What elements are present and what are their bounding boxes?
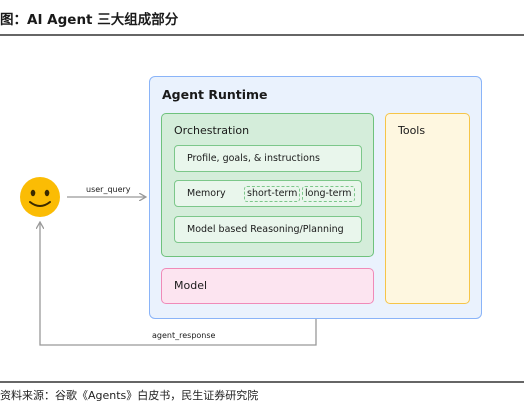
- smiley-face-icon: [20, 177, 60, 217]
- long-term-memory-tag: long-term: [302, 186, 355, 202]
- model-box: [161, 268, 374, 304]
- reasoning-label: Model based Reasoning/Planning: [187, 224, 344, 235]
- tools-box: [385, 113, 470, 304]
- figure-title: 图：AI Agent 三大组成部分: [0, 12, 179, 28]
- short-term-memory-tag: short-term: [244, 186, 301, 202]
- tools-label: Tools: [398, 124, 426, 137]
- user-query-label: user_query: [86, 185, 131, 194]
- memory-box: Memory short-term long-term: [174, 180, 362, 207]
- model-label: Model: [174, 279, 208, 292]
- orchestration-label: Orchestration: [174, 124, 250, 137]
- profile-label: Profile, goals, & instructions: [187, 153, 320, 164]
- agent-runtime-label: Agent Runtime: [162, 87, 268, 102]
- memory-label: Memory: [187, 188, 226, 199]
- top-divider: [0, 34, 524, 36]
- bottom-divider: [0, 381, 524, 383]
- agent-response-arrow: [40, 223, 317, 346]
- reasoning-planning-box: Model based Reasoning/Planning: [174, 216, 362, 243]
- agent-response-label: agent_response: [152, 331, 216, 340]
- profile-goals-instructions-box: Profile, goals, & instructions: [174, 145, 362, 172]
- source-note: 资料来源：谷歌《Agents》白皮书，民生证券研究院: [0, 389, 259, 402]
